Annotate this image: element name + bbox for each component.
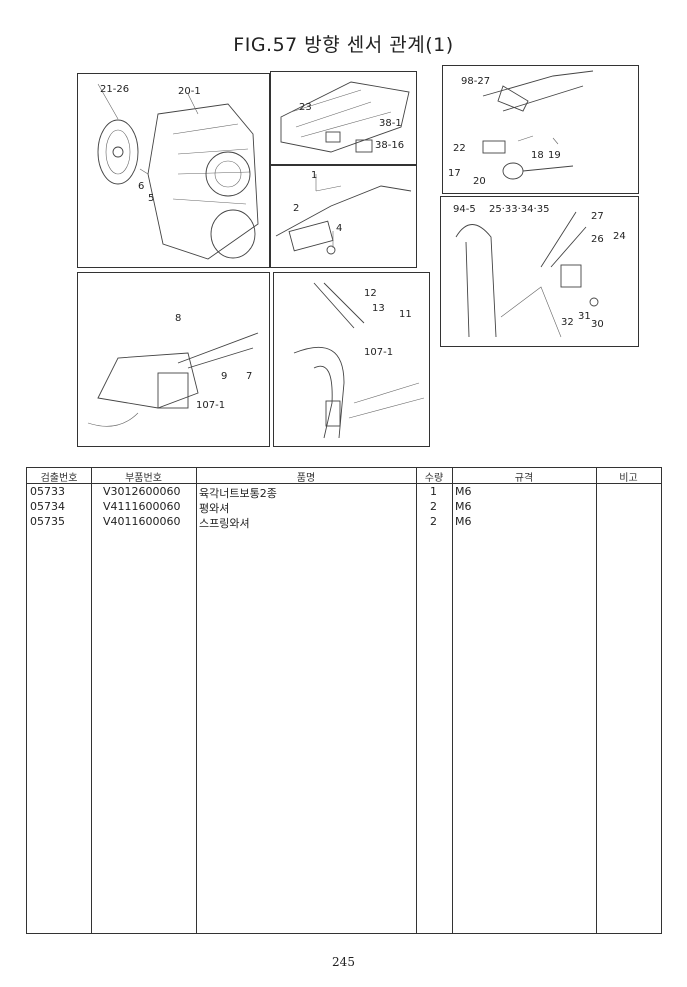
diagram-engine-overview: 21-26 20-1 6 5 [77,73,270,268]
header-detect-no: 검출번호 [40,473,78,484]
cell-spec: M6 [455,500,472,513]
diagram-mount-detail: 98-27 22 18 19 17 20 [442,65,639,194]
column-divider [196,468,417,933]
label-23: 23 [299,102,312,113]
label-21-26: 21-26 [100,84,129,95]
column-divider [27,468,92,933]
header-remarks: 비고 [619,473,638,484]
label-107-1b: 107-1 [364,347,393,358]
cell-name: 평와셔 [199,502,230,515]
label-17: 17 [448,168,461,179]
label-24: 24 [613,231,626,242]
label-27: 27 [591,211,604,222]
label-98-27: 98-27 [461,76,490,87]
header-qty: 수량 [424,473,444,484]
header-part-no: 부품번호 [125,473,162,484]
label-11: 11 [399,309,412,320]
cell-spec: M6 [455,515,472,528]
cell-detect-no: 05735 [30,515,65,528]
label-25-33-34-35: 25·33·34·35 [489,204,549,215]
cell-detect-no: 05733 [30,485,65,498]
table-header: 검출번호 부품번호 품명 수량 규격 비고 [27,468,661,484]
label-20: 20 [473,176,486,187]
table-row: 05735 V4011600060 스프링와셔 2 M6 [27,515,661,530]
label-13: 13 [372,303,385,314]
label-20-1: 20-1 [178,86,201,97]
diagram-sensor-assembly: 1 2 4 [270,165,417,268]
label-9: 9 [221,371,227,382]
cell-qty: 2 [430,515,437,528]
label-4: 4 [336,223,342,234]
label-19: 19 [548,150,561,161]
label-18: 18 [531,150,544,161]
diagram-sensor-bracket: 94-5 25·33·34·35 27 26 24 32 31 30 [440,196,639,347]
cell-qty: 1 [430,485,437,498]
label-8: 8 [175,313,181,324]
column-divider [416,468,453,933]
column-divider [91,468,197,933]
figure-title: FIG.57 방향 센서 관계(1) [233,34,454,56]
label-22: 22 [453,143,466,154]
label-2: 2 [293,203,299,214]
cell-detect-no: 05734 [30,500,65,513]
label-26: 26 [591,234,604,245]
cell-part-no: V4011600060 [103,515,181,528]
table-row: 05733 V3012600060 육각너트보통2종 1 M6 [27,485,661,500]
label-38-16: 38-16 [375,140,404,151]
label-6: 6 [138,181,144,192]
cell-qty: 2 [430,500,437,513]
parts-table: 검출번호 부품번호 품명 수량 규격 비고 05733 V3012600060 … [26,467,662,934]
label-32: 32 [561,317,574,328]
cell-part-no: V4111600060 [103,500,181,513]
cell-name: 스프링와셔 [199,517,250,530]
label-12: 12 [364,288,377,299]
label-7: 7 [246,371,252,382]
table-row: 05734 V4111600060 평와셔 2 M6 [27,500,661,515]
cell-name: 육각너트보통2종 [199,487,277,500]
label-38-1: 38-1 [379,118,402,129]
diagram-harness-right: 12 13 11 107-1 [273,272,430,447]
cell-spec: M6 [455,485,472,498]
label-1: 1 [311,170,317,181]
diagram-harness-left: 8 9 7 107-1 [77,272,270,447]
label-94-5: 94-5 [453,204,476,215]
label-30: 30 [591,319,604,330]
header-name: 품명 [296,473,316,484]
label-107-1: 107-1 [196,400,225,411]
page-number: 245 [332,955,355,969]
column-divider [452,468,597,933]
diagram-top-bracket: 23 38-1 38-16 [270,71,417,165]
label-5: 5 [148,193,154,204]
label-31: 31 [578,311,591,322]
header-spec: 규격 [514,473,534,484]
cell-part-no: V3012600060 [103,485,181,498]
